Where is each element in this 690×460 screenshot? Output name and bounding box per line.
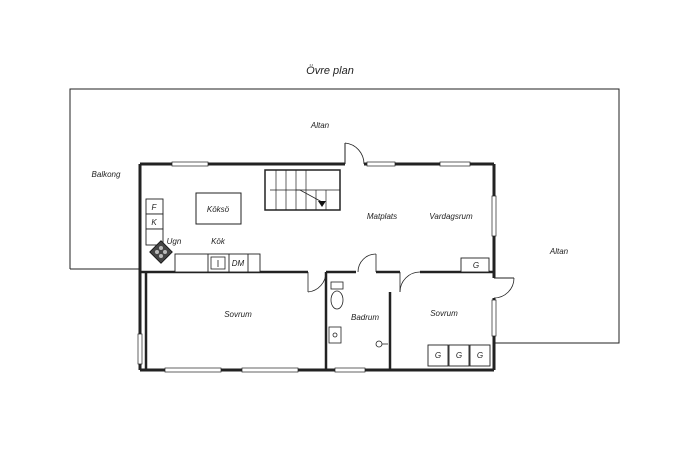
kitchen-island [195,192,242,225]
room-label-koksö: Köksö [207,205,230,214]
stair-arrow-icon [318,201,326,207]
fridge-label: F [152,203,158,212]
dishwasher-label: DM [232,259,245,268]
room-label-kok: Kök [211,237,226,246]
room-label-badrum: Badrum [351,313,379,322]
closet-label-1: G [435,351,441,360]
room-label-vardagsrum: Vardagsrum [429,212,473,221]
freezer-label: K [151,218,157,227]
plan-title: Övre plan [306,65,354,77]
terrace-door [493,277,515,299]
closet-label-2: G [456,351,462,360]
room-label-sovrum-left: Sovrum [224,310,252,319]
interior-doors [307,253,421,293]
room-label-altan-top: Altan [310,121,330,130]
oven-label: Ugn [167,237,182,246]
bathroom-sink-icon [328,326,342,344]
room-label-matplats: Matplats [367,212,397,221]
closet-label-living: G [473,261,479,270]
entry-door [344,142,365,165]
staircase [264,169,341,211]
room-label-balkong: Balkong [92,170,121,179]
kitchen-sink-icon [210,256,226,270]
closets [427,257,491,367]
room-label-sovrum-right: Sovrum [430,309,458,318]
toilet-icon [330,281,344,310]
shower-drain-icon [375,340,388,348]
terrace-outline [69,88,620,344]
closet-label-3: G [477,351,483,360]
windows [137,161,497,373]
room-label-altan-right: Altan [549,247,569,256]
oven-icon [149,240,173,264]
